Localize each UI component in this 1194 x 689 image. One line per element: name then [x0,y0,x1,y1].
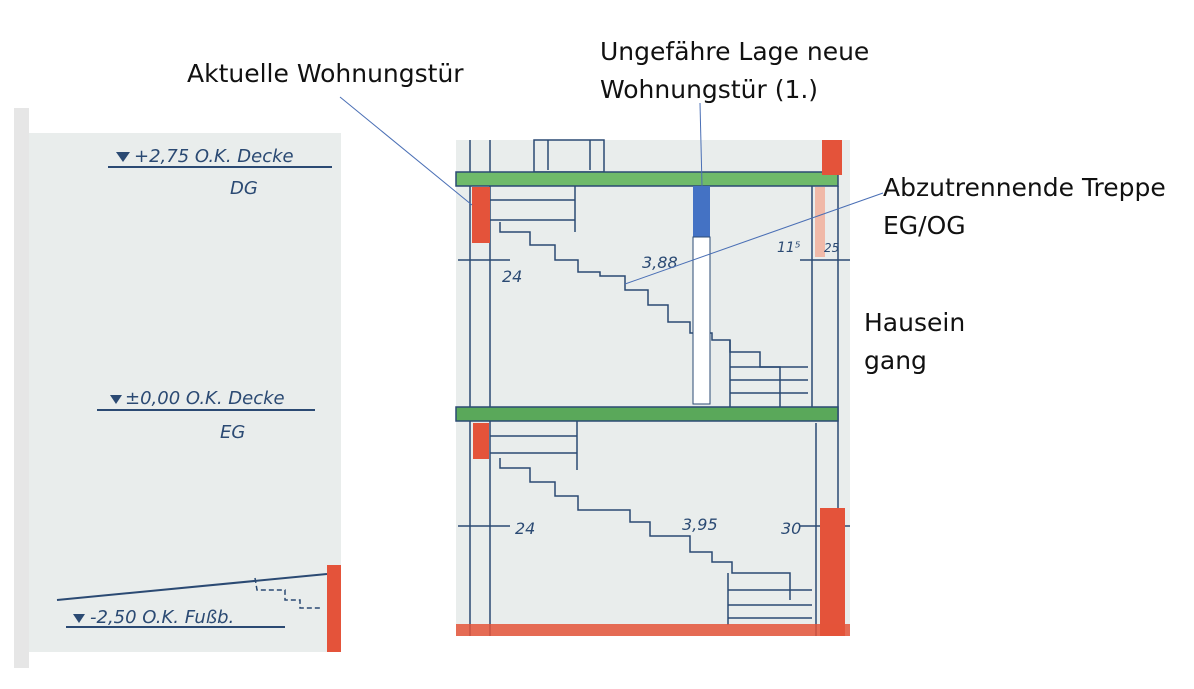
dimension-label: 24 [515,519,535,538]
annotation-entrance: Hausein [864,308,965,337]
leader-lines [339,96,884,285]
annotation-new-door: Ungefähre Lage neue [600,37,869,66]
slab-og [455,171,839,187]
level-triangle-icon [110,395,122,404]
floor-slab [456,624,850,636]
annotation-entrance: gang [864,346,927,375]
dimension-label: 25 [824,241,839,255]
slab-eg [455,406,839,422]
annotation-stair: Abzutrennende Treppe [883,173,1166,202]
dimension-label: 30 [781,519,801,538]
level-marker-dg: +2,75 O.K. Decke DG [108,146,332,199]
dimension-label: 3,88 [642,253,678,272]
level-triangle-icon [73,614,85,623]
wall [820,508,845,636]
floor-label: DG [230,178,258,199]
dimension-label: 24 [502,267,522,286]
dimension-label: 3,95 [682,515,718,534]
wall [815,187,825,257]
level-label: ±0,00 O.K. Decke [125,388,285,409]
door-opening [692,236,711,405]
level-marker-basement: -2,50 O.K. Fußb. [56,573,328,628]
annotation-current-door: Aktuelle Wohnungstür [187,59,464,88]
panel-edge [14,108,29,668]
wall [822,140,842,175]
new-door-marker [693,186,710,237]
wall [473,423,489,459]
level-marker-eg: ±0,00 O.K. Decke EG [97,388,315,443]
level-label: -2,50 O.K. Fußb. [90,607,234,628]
annotation-new-door: Wohnungstür (1.) [600,75,818,104]
elevation-panel [29,133,341,652]
wall [327,565,341,652]
level-label: +2,75 O.K. Decke [134,146,294,167]
current-door-wall [472,187,490,243]
stair-section: 24 3,88 11⁵ 25 24 3,95 30 [455,139,850,636]
floor-label: EG [220,422,245,443]
annotation-stair: EG/OG [883,211,966,240]
dimension-label: 11⁵ [777,240,801,256]
level-triangle-icon [116,152,130,162]
